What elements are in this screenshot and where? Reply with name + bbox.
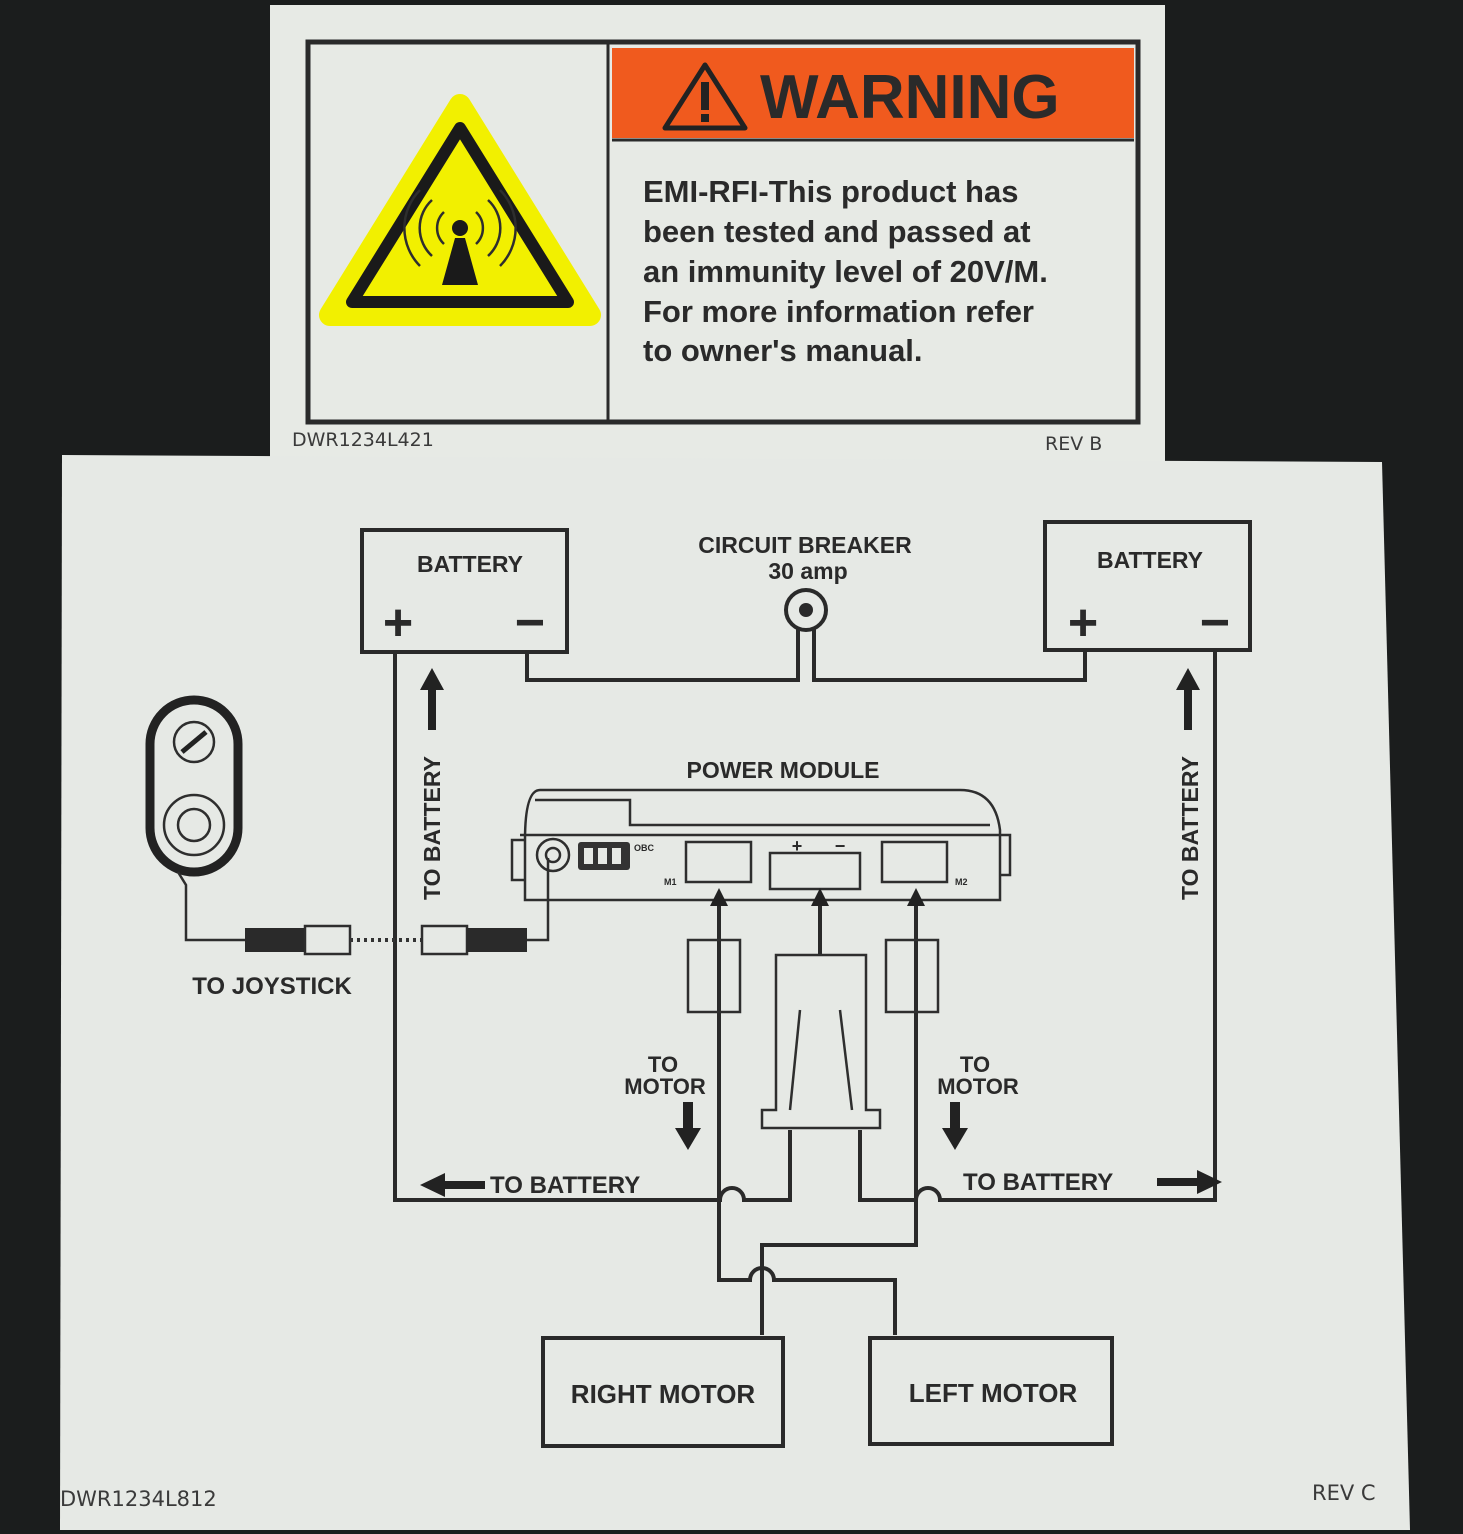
minus-terminal: − [1200,594,1230,652]
right-arrow-icon [1157,1170,1222,1194]
m2-port-label: M2 [955,877,968,887]
battery-right: BATTERY + − [1043,520,1252,652]
radiation-emi-symbol-icon [319,94,601,326]
svg-text:EMI-RFI-This product has: EMI-RFI-This product has [643,174,1018,209]
to-battery-left-vertical: TO BATTERY [419,756,445,900]
plus-port-label: + [792,836,803,856]
to-motor-left-line1: TO [648,1052,678,1077]
warning-label: WARNING EMI-RFI-This product has been te… [270,5,1165,465]
wiring-diagram-label: BATTERY + − BATTERY + − CIRCUIT BREAKER … [60,455,1410,1530]
left-motor-label: LEFT MOTOR [909,1378,1078,1408]
svg-text:to owner's manual.: to owner's manual. [643,333,923,368]
battery-left: BATTERY + − [360,528,569,654]
warning-revision: REV B [1045,433,1102,455]
to-motor-right-line1: TO [960,1052,990,1077]
wiring-revision: REV C [1312,1481,1376,1505]
warning-part-number: DWR1234L421 [292,429,434,451]
svg-text:an immunity level of 20V/M.: an immunity level of 20V/M. [643,254,1048,289]
warning-body: EMI-RFI-This product has been tested and… [643,174,1048,368]
left-arrow-icon [420,1173,485,1197]
warning-header: WARNING [760,63,1060,132]
down-arrow-icon [675,1102,701,1150]
svg-text:For more information refer: For more information refer [643,294,1034,329]
power-module-label: POWER MODULE [687,757,880,783]
m2-connector [884,938,940,1014]
left-motor-box [868,1336,1114,1446]
circuit-breaker-icon [784,588,828,632]
to-motor-left-line2: MOTOR [624,1074,706,1099]
breaker-rating: 30 amp [768,558,847,584]
battery-connector [760,953,882,1130]
up-arrow-icon [1176,668,1200,730]
warning-header-bg [612,48,1134,138]
to-joystick-label: TO JOYSTICK [192,973,352,1000]
minus-port-label: − [835,836,846,856]
plus-terminal: + [383,594,413,652]
right-motor-label: RIGHT MOTOR [571,1379,756,1409]
obc-port-label: OBC [634,843,655,853]
joystick-icon [145,695,550,956]
power-module: OBC M1 + − M2 [510,788,1012,902]
plus-terminal: + [1068,594,1098,652]
circuit-breaker-label: CIRCUIT BREAKER [698,532,912,558]
up-arrow-icon [420,668,444,730]
to-motor-right-line2: MOTOR [937,1074,1019,1099]
svg-text:BATTERY: BATTERY [417,551,523,577]
down-arrow-icon [942,1102,968,1150]
svg-text:BATTERY: BATTERY [1097,547,1203,573]
m1-port-label: M1 [664,877,677,887]
m1-connector [686,938,742,1014]
to-battery-right-vertical: TO BATTERY [1177,756,1203,900]
caution-triangle-icon [662,62,748,131]
right-motor-box [541,1336,785,1448]
to-battery-left-horizontal: TO BATTERY [490,1172,640,1199]
to-battery-right-horizontal: TO BATTERY [963,1169,1113,1196]
svg-text:been tested and passed at: been tested and passed at [643,214,1031,249]
wiring-part-number: DWR1234L812 [60,1487,217,1511]
minus-terminal: − [515,594,545,652]
